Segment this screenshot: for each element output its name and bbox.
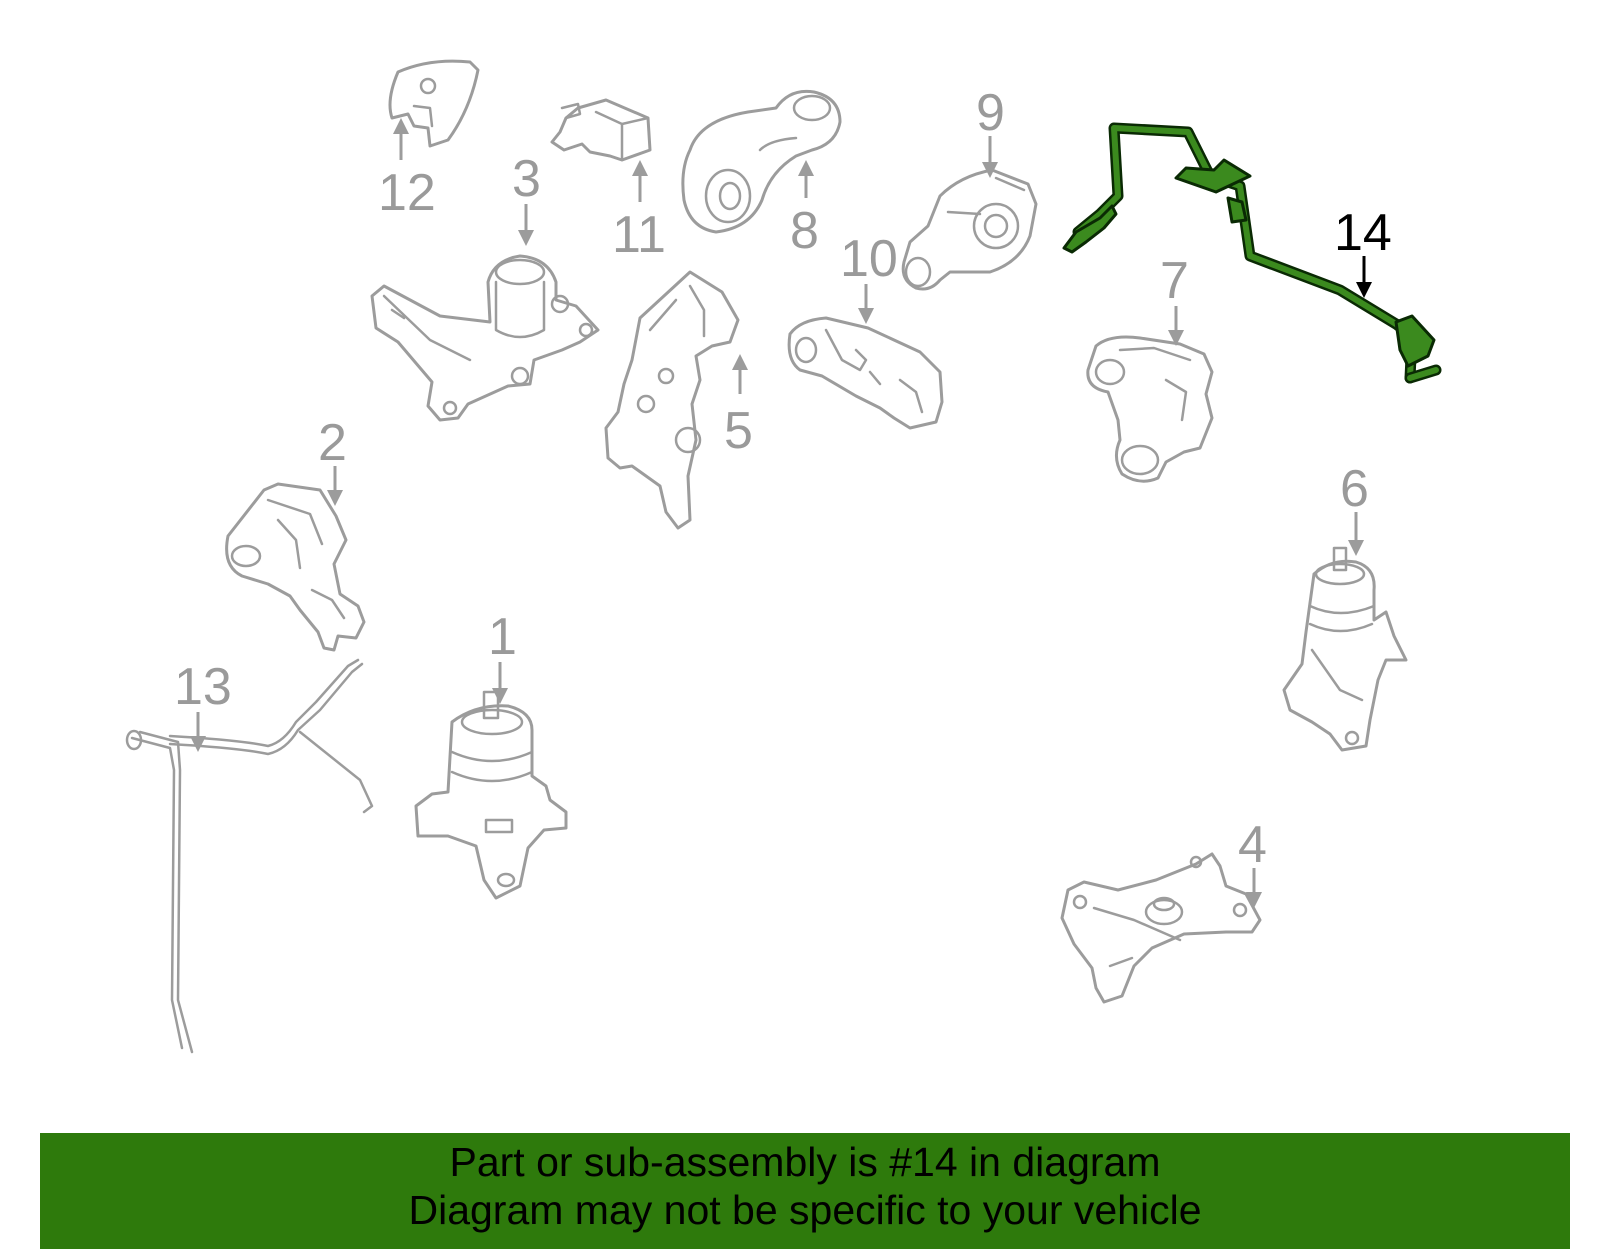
callout-10: 10 bbox=[840, 230, 898, 288]
banner-line-part-number: Part or sub-assembly is #14 in diagram bbox=[449, 1139, 1161, 1185]
callout-12: 12 bbox=[378, 164, 436, 222]
part-11-sensor[interactable] bbox=[550, 98, 652, 162]
banner-line-disclaimer: Diagram may not be specific to your vehi… bbox=[408, 1187, 1202, 1233]
callout-5: 5 bbox=[724, 402, 753, 460]
callout-2: 2 bbox=[318, 414, 347, 472]
part-12-bracket[interactable] bbox=[388, 59, 480, 148]
leader-arrows bbox=[190, 118, 1372, 908]
callout-6: 6 bbox=[1340, 460, 1369, 518]
callout-13: 13 bbox=[174, 658, 232, 716]
part-2-bracket[interactable] bbox=[225, 482, 366, 652]
info-banner: Part or sub-assembly is #14 in diagram D… bbox=[40, 1133, 1570, 1249]
callout-4: 4 bbox=[1238, 816, 1267, 874]
part-7-mount[interactable] bbox=[1086, 335, 1214, 483]
part-1-engine-mount[interactable] bbox=[414, 690, 568, 900]
callout-11: 11 bbox=[612, 206, 666, 264]
callout-1: 1 bbox=[488, 608, 517, 666]
part-8-torque-rod[interactable] bbox=[681, 89, 842, 234]
part-10-bracket[interactable] bbox=[787, 316, 944, 430]
callout-3: 3 bbox=[512, 150, 541, 208]
part-5-bracket[interactable] bbox=[604, 270, 740, 530]
part-14-highlighted-rod[interactable] bbox=[1062, 122, 1442, 384]
callout-14: 14 bbox=[1334, 204, 1392, 262]
part-3-mount[interactable] bbox=[370, 254, 600, 422]
callout-9: 9 bbox=[976, 84, 1005, 142]
callout-7: 7 bbox=[1160, 252, 1189, 310]
callout-8: 8 bbox=[790, 202, 819, 260]
part-13-rod[interactable] bbox=[125, 658, 374, 1054]
part-9-mount[interactable] bbox=[901, 168, 1038, 291]
part-4-transmission-mount[interactable] bbox=[1060, 852, 1262, 1004]
part-6-engine-mount[interactable] bbox=[1282, 546, 1408, 752]
callout-numbers: 12 11 8 3 9 10 5 7 2 6 1 13 4 14 bbox=[174, 84, 1392, 874]
